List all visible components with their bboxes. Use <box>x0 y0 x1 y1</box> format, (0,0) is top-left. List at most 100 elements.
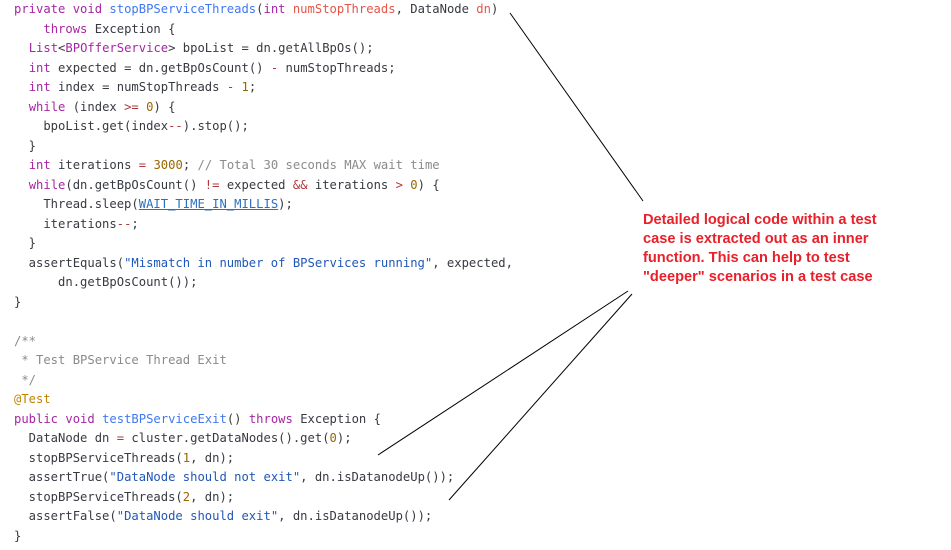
code-line: int expected = dn.getBpOsCount() - numSt… <box>14 59 513 79</box>
code-line: */ <box>14 371 513 391</box>
code-token: dn <box>476 2 491 16</box>
code-token: assertFalse( <box>14 509 117 523</box>
code-line: } <box>14 137 513 157</box>
code-token: throws <box>43 21 95 36</box>
code-token <box>14 41 29 55</box>
code-token: } <box>14 236 37 250</box>
code-token: , expected, <box>432 255 513 270</box>
code-line: /** <box>14 332 513 352</box>
code-token <box>14 22 43 36</box>
code-token: public void <box>14 411 103 426</box>
code-token: iterations <box>307 177 396 192</box>
code-token: 0 <box>329 431 337 445</box>
code-line: dn.getBpOsCount()); <box>14 273 513 293</box>
code-line: public void testBPServiceExit() throws E… <box>14 410 513 430</box>
code-token: while <box>28 177 66 192</box>
code-line: } <box>14 234 513 254</box>
code-token: = <box>116 431 125 445</box>
code-line: iterations--; <box>14 215 513 235</box>
code-token <box>14 100 29 114</box>
code-token: // Total 30 seconds MAX wait time <box>197 158 440 172</box>
code-token: > <box>395 177 403 192</box>
code-token: stopBPServiceThreads( <box>14 450 183 465</box>
code-token: && <box>292 177 308 192</box>
code-listing: private void stopBPServiceThreads(int nu… <box>14 0 513 546</box>
code-token: >= <box>124 99 139 114</box>
code-token: DataNode dn <box>14 431 117 445</box>
code-line: bpoList.get(index--).stop(); <box>14 117 513 137</box>
code-token: (index <box>72 99 125 114</box>
code-token: , DataNode <box>395 2 477 16</box>
code-token: < <box>58 41 66 55</box>
code-line: stopBPServiceThreads(2, dn); <box>14 488 513 508</box>
code-token: int <box>263 2 293 16</box>
code-token: -- <box>168 119 183 133</box>
code-token: ).stop(); <box>182 119 249 133</box>
code-token: stopBPServiceThreads <box>109 2 257 16</box>
code-token: int <box>28 80 59 94</box>
code-token: List <box>28 41 59 55</box>
code-token: ; <box>131 216 139 231</box>
code-token: iterations <box>14 216 117 231</box>
code-token: } <box>14 138 37 153</box>
code-token: iterations <box>58 158 139 172</box>
code-token: */ <box>14 372 37 387</box>
code-token: numStopThreads; <box>278 60 396 75</box>
code-token: "Mismatch in number of BPServices runnin… <box>124 255 433 270</box>
code-token: = <box>138 158 147 172</box>
code-token: expected = dn.getBpOsCount() <box>58 60 271 75</box>
code-token: "DataNode should not exit" <box>109 470 301 484</box>
code-token: Exception { <box>94 21 176 36</box>
code-token <box>14 61 29 75</box>
code-token: > bpoList = dn.getAllBpOs(); <box>168 41 374 55</box>
callout-line-4: "deeper" scenarios in a test case <box>643 269 873 285</box>
code-line: while(dn.getBpOsCount() != expected && i… <box>14 176 513 196</box>
code-token: ; <box>248 80 257 94</box>
code-line: while (index >= 0) { <box>14 98 513 118</box>
code-token: 2 <box>182 489 191 504</box>
callout-annotation: Detailed logical code within a test case… <box>643 211 943 287</box>
code-token: ); <box>278 197 293 211</box>
code-token: - <box>270 60 279 75</box>
code-token: , dn); <box>190 489 235 504</box>
code-token: Thread.sleep( <box>14 197 139 211</box>
connector-to-function-definition <box>509 12 644 202</box>
code-token <box>14 80 29 94</box>
code-line: int index = numStopThreads - 1; <box>14 78 513 98</box>
code-token <box>234 80 241 94</box>
code-token: int <box>28 60 59 75</box>
code-token: != <box>204 177 220 192</box>
code-token: , dn); <box>190 450 235 465</box>
code-line: } <box>14 293 513 313</box>
code-token: while <box>28 99 73 114</box>
code-line: * Test BPService Thread Exit <box>14 351 513 371</box>
code-token: BPOfferService <box>65 41 169 55</box>
code-token <box>14 158 29 172</box>
code-token: dn.getBpOsCount()); <box>14 275 198 289</box>
code-token: , dn.isDatanodeUp()); <box>300 470 455 484</box>
code-line: @Test <box>14 390 513 410</box>
code-token: WAIT_TIME_IN_MILLIS <box>138 197 279 211</box>
code-token: cluster.getDataNodes().get( <box>124 431 330 445</box>
code-token: int <box>28 158 59 172</box>
code-token: ( <box>256 2 264 16</box>
code-token: 0 <box>146 99 154 114</box>
callout-line-2: case is extracted out as an inner <box>643 231 869 247</box>
code-token: ); <box>336 431 352 445</box>
code-token: Exception { <box>300 411 381 426</box>
code-token: numStopThreads <box>292 2 396 16</box>
code-token: @Test <box>14 392 51 406</box>
code-token: assertTrue( <box>14 470 110 484</box>
callout-line-1: Detailed logical code within a test <box>643 212 877 228</box>
code-line: Thread.sleep(WAIT_TIME_IN_MILLIS); <box>14 195 513 215</box>
code-token: index = numStopThreads <box>58 80 227 94</box>
callout-line-3: function. This can help to test <box>643 250 850 266</box>
code-token <box>14 178 29 192</box>
code-line: int iterations = 3000; // Total 30 secon… <box>14 156 513 176</box>
code-token: throws <box>248 411 301 426</box>
code-line: private void stopBPServiceThreads(int nu… <box>14 0 513 20</box>
code-token: expected <box>219 177 293 192</box>
code-line: assertTrue("DataNode should not exit", d… <box>14 468 513 488</box>
code-token: ) { <box>153 99 176 114</box>
code-token: assertEquals( <box>14 255 125 270</box>
